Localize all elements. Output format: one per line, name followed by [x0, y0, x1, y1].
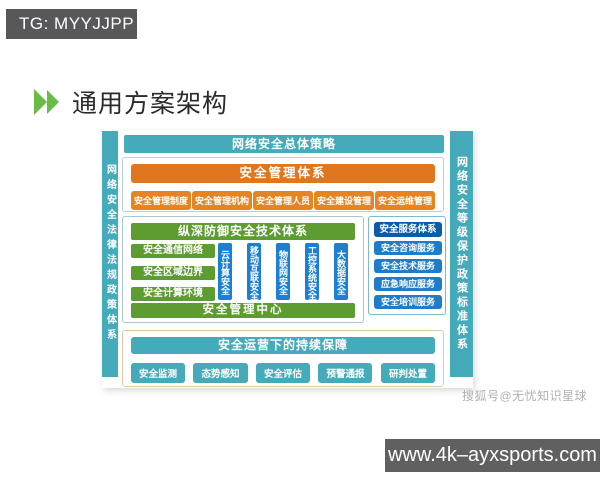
technical-system-header: 纵深防御安全技术体系	[131, 223, 355, 240]
service-item: 安全咨询服务	[374, 241, 442, 255]
operation-assurance-header: 安全运营下的持续保障	[131, 337, 435, 354]
service-item: 安全技术服务	[374, 259, 442, 273]
service-item: 安全培训服务	[374, 295, 442, 309]
service-system-header: 安全服务体系	[374, 222, 442, 237]
left-policy-bar: 网络安全法律法规政策体系	[102, 131, 118, 377]
technical-vertical-item: 物联网安全	[276, 243, 290, 300]
overall-strategy-bar: 网络安全总体策略	[124, 135, 444, 153]
management-system-header: 安全管理体系	[131, 164, 435, 183]
sohu-watermark: 搜狐号@无忧知识星球	[462, 389, 588, 403]
management-item: 安全运维管理	[374, 191, 435, 210]
management-item: 安全管理人员	[252, 191, 313, 210]
page-title: 通用方案架构	[72, 90, 229, 118]
tg-badge: TG: MYYJJPP	[6, 9, 137, 39]
website-url-bar: www.4k–ayxsports.com	[385, 439, 600, 472]
service-system-box: 安全服务体系 安全咨询服务 安全技术服务 应急响应服务 安全培训服务	[368, 216, 446, 315]
management-items-row: 安全管理制度 安全管理机构 安全管理人员 安全建设管理 安全运维管理	[131, 191, 435, 210]
technical-vertical-item: 云计算安全	[218, 243, 232, 300]
technical-vertical-item: 移动互联安全	[247, 243, 261, 300]
technical-left-item: 安全区域边界	[131, 266, 215, 280]
right-standard-bar: 网络安全等级保护政策标准体系	[450, 131, 473, 377]
security-management-center-bar: 安全管理中心	[131, 303, 355, 318]
technical-system-box: 纵深防御安全技术体系 安全通信网络 安全区域边界 安全计算环境 云计算安全 移动…	[122, 216, 364, 323]
management-item: 安全管理制度	[131, 191, 192, 210]
security-architecture-diagram: 网络安全法律法规政策体系 网络安全等级保护政策标准体系 网络安全总体策略 安全管…	[102, 130, 473, 388]
technical-left-item: 安全计算环境	[131, 287, 215, 301]
service-item: 应急响应服务	[374, 277, 442, 291]
operation-items-row: 安全监测 态势感知 安全评估 预警通报 研判处置	[131, 363, 435, 383]
technical-left-item: 安全通信网络	[131, 244, 215, 258]
management-system-box: 安全管理体系 安全管理制度 安全管理机构 安全管理人员 安全建设管理 安全运维管…	[122, 157, 444, 212]
operation-item: 研判处置	[380, 363, 435, 383]
technical-vertical-item: 工控系统安全	[305, 243, 319, 300]
operation-item: 安全评估	[255, 363, 310, 383]
double-chevron-icon	[34, 89, 59, 115]
operation-assurance-box: 安全运营下的持续保障 安全监测 态势感知 安全评估 预警通报 研判处置	[122, 330, 444, 387]
title-row: 通用方案架构	[34, 84, 228, 120]
operation-item: 态势感知	[193, 363, 248, 383]
management-item: 安全管理机构	[191, 191, 252, 210]
operation-item: 预警通报	[318, 363, 373, 383]
technical-vertical-item: 大数据安全	[334, 243, 348, 300]
management-item: 安全建设管理	[313, 191, 374, 210]
operation-item: 安全监测	[131, 363, 186, 383]
